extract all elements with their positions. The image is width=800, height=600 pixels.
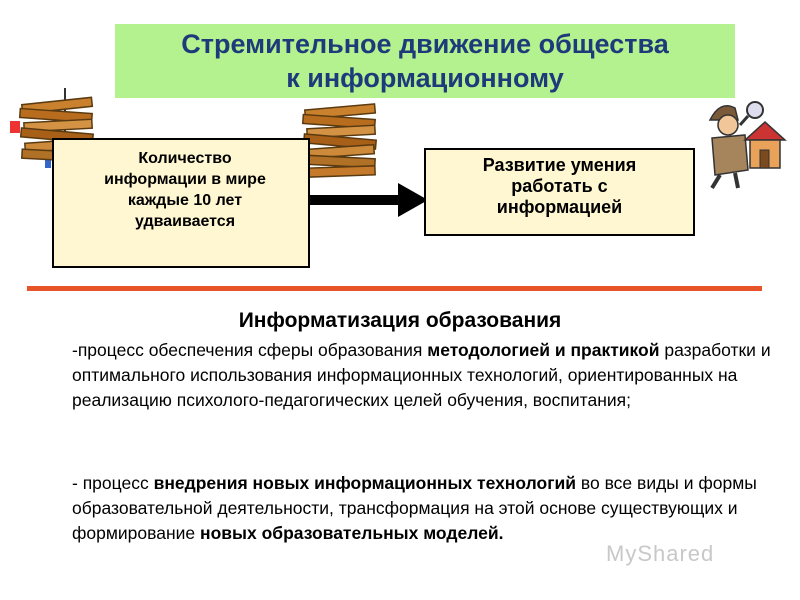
section-heading: Информатизация образования <box>238 309 562 332</box>
skills-line: Развитие умения <box>482 155 637 175</box>
para-text: - процесс <box>72 473 154 493</box>
skills-box <box>424 148 695 236</box>
skills-line: информацией <box>496 197 623 217</box>
para-text: разработки и оптимального использования … <box>72 340 771 410</box>
para-text-bold: внедрения новых информационных технологи… <box>153 473 577 493</box>
title-banner <box>115 24 735 98</box>
info-quantity-line: каждые 10 лет <box>127 192 243 209</box>
arrow-right-icon <box>310 183 428 217</box>
detective-house-icon <box>708 101 787 190</box>
definition-paragraph-1: -процесс обеспечения сферы образования м… <box>72 338 772 413</box>
section-divider <box>27 286 762 291</box>
info-quantity-line: Количество <box>138 150 232 167</box>
definition-paragraph-2: - процесс внедрения новых информационных… <box>72 471 772 546</box>
title-line-1: Стремительное движение общества <box>181 29 669 59</box>
info-quantity-line: информации в мире <box>104 171 266 188</box>
skills-text: Развитие умения работать с информацией <box>424 155 695 218</box>
para-text: -процесс обеспечения сферы образования <box>72 340 428 360</box>
skills-line: работать с <box>511 176 608 196</box>
page-title: Стремительное движение общества к информ… <box>115 24 735 98</box>
books-stack-icon <box>301 103 378 178</box>
para-text-bold: методологией и практикой <box>427 340 660 360</box>
info-quantity-box <box>52 138 310 268</box>
watermark: MyShared <box>606 541 715 566</box>
info-quantity-text: Количество информации в мире каждые 10 л… <box>60 148 310 232</box>
para-text: во все виды и формы образовательной деят… <box>72 473 757 543</box>
para-text-bold: новых образовательных моделей. <box>200 523 504 543</box>
title-line-2: к информационному <box>286 63 564 93</box>
info-quantity-line: удваивается <box>134 213 236 230</box>
